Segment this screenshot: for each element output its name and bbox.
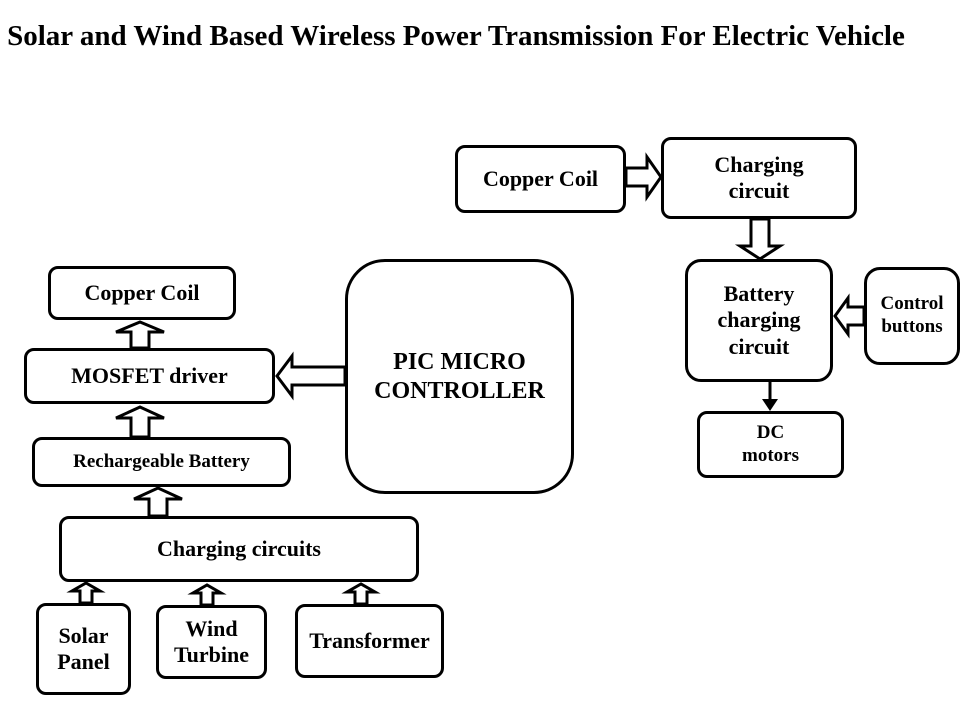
arrow-charging-to-battery-circuit	[734, 217, 786, 261]
arrow-wind-to-charging	[187, 583, 227, 607]
mosfet-driver-block: MOSFET driver	[24, 348, 275, 404]
arrow-battery-circuit-to-motors-head	[762, 399, 778, 411]
charging-circuits-block: Charging circuits	[59, 516, 419, 582]
arrow-charging-to-battery	[133, 486, 183, 518]
diagram-title: Solar and Wind Based Wireless Power Tran…	[7, 20, 905, 52]
copper-coil-transmitter-block: Copper Coil	[48, 266, 236, 320]
arrow-transformer-to-charging	[341, 582, 381, 606]
copper-coil-receiver-block: Copper Coil	[455, 145, 626, 213]
wind-turbine-block: Wind Turbine	[156, 605, 267, 679]
transformer-block: Transformer	[295, 604, 444, 678]
charging-circuit-block: Charging circuit	[661, 137, 857, 219]
battery-charging-circuit-block: Battery charging circuit	[685, 259, 833, 382]
arrow-coil-to-charging-circuit	[624, 152, 663, 202]
dc-motors-block: DC motors	[697, 411, 844, 478]
rechargeable-battery-block: Rechargeable Battery	[32, 437, 291, 487]
control-buttons-block: Control buttons	[864, 267, 960, 365]
arrow-buttons-to-battery-circuit	[833, 293, 866, 339]
pic-micro-controller-block: PIC MICRO CONTROLLER	[345, 259, 574, 494]
solar-panel-block: Solar Panel	[36, 603, 131, 695]
arrow-mosfet-to-coil	[115, 320, 165, 350]
arrow-solar-to-charging	[66, 581, 106, 605]
arrow-pic-to-mosfet	[275, 351, 347, 401]
arrow-battery-to-mosfet	[115, 405, 165, 439]
